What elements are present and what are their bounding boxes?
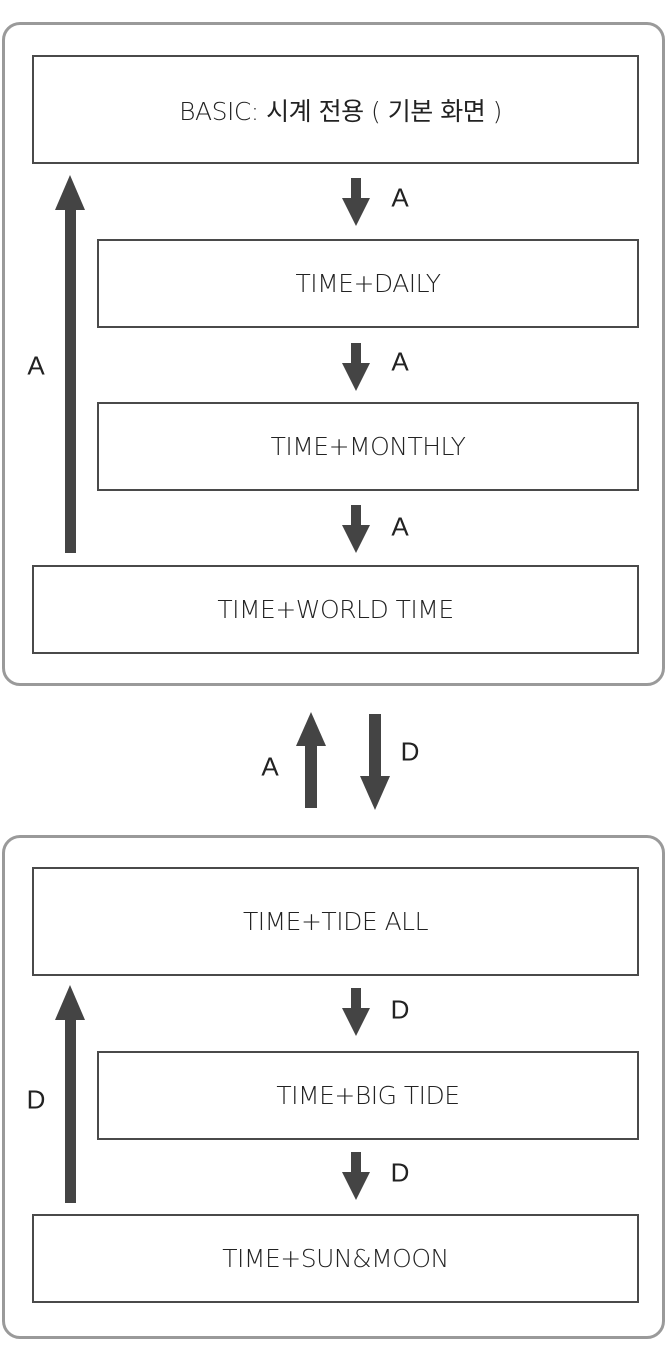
arrow-up-icon [296, 712, 326, 808]
state-basic: BASIC: 시계 전용 ( 기본 화면 ) [32, 55, 639, 164]
arrow-down-icon [342, 1152, 370, 1200]
transition-label: A [391, 346, 409, 377]
bottom-mode-group [2, 835, 665, 1339]
transition-label: D [390, 994, 410, 1025]
arrow-down-icon [360, 714, 390, 810]
down-transition-label: D [400, 736, 420, 767]
return-label: D [26, 1084, 46, 1115]
transition-label: A [391, 182, 409, 213]
state-time-sun-moon: TIME+SUN&MOON [32, 1214, 639, 1303]
state-time-big-tide: TIME+BIG TIDE [97, 1051, 639, 1140]
arrow-down-icon [342, 988, 370, 1036]
transition-label: A [391, 511, 409, 542]
arrow-up-icon [55, 175, 85, 553]
return-label: A [27, 350, 45, 381]
arrow-down-icon [342, 343, 370, 391]
arrow-up-icon [55, 985, 85, 1203]
arrow-down-icon [342, 505, 370, 553]
state-time-monthly: TIME+MONTHLY [97, 402, 639, 491]
arrow-down-icon [342, 178, 370, 226]
transition-label: D [390, 1157, 410, 1188]
state-time-world-time: TIME+WORLD TIME [32, 565, 639, 654]
top-mode-group [2, 22, 665, 686]
state-time-tide-all: TIME+TIDE ALL [32, 867, 639, 976]
up-transition-label: A [261, 751, 279, 782]
state-time-daily: TIME+DAILY [97, 239, 639, 328]
